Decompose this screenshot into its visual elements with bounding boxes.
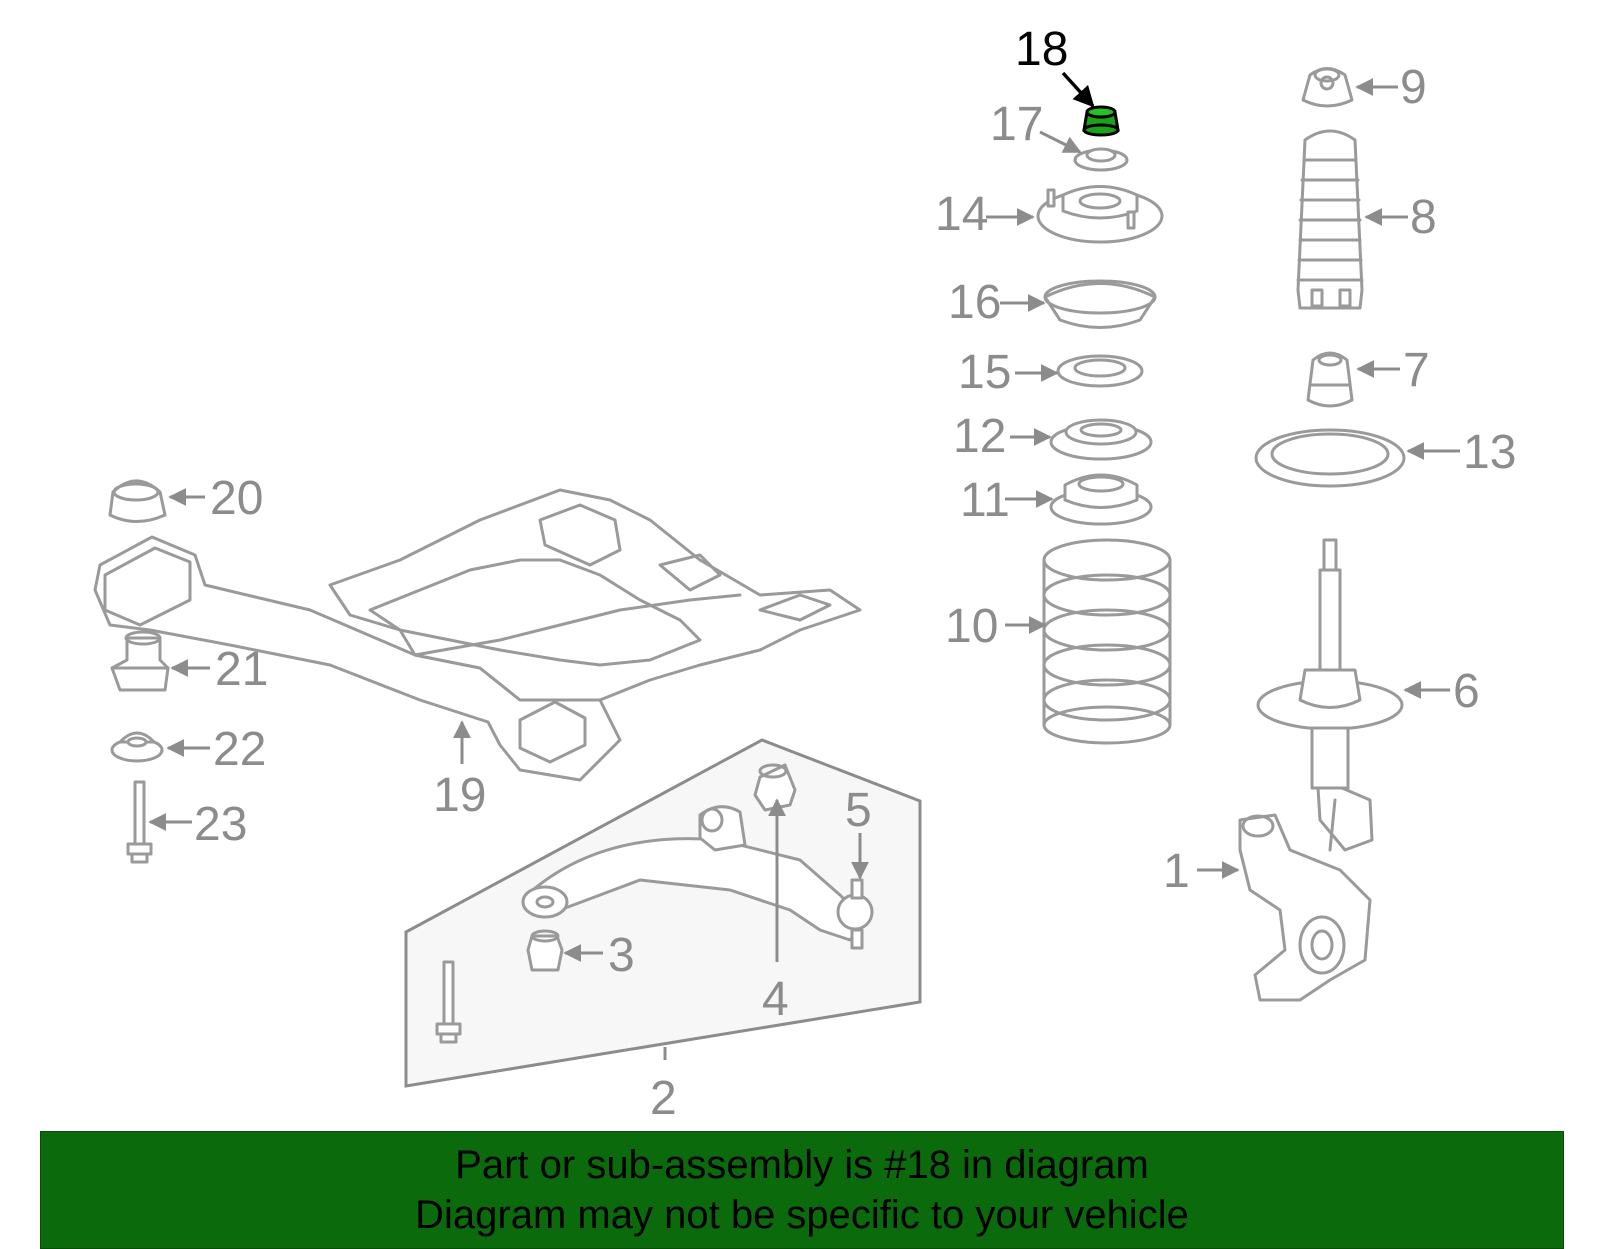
- part-22-lower-insulator: [110, 731, 164, 763]
- part-4-rear-bushing: [753, 763, 797, 812]
- callout-17: 17: [990, 98, 1043, 151]
- part-9-nut: [1301, 67, 1354, 108]
- part-12-insulator: [1049, 418, 1153, 461]
- callout-1: 1: [1163, 845, 1190, 898]
- banner-line-2: Diagram may not be specific to your vehi…: [415, 1193, 1189, 1237]
- callout-5: 5: [845, 784, 872, 837]
- callout-3: 3: [608, 929, 635, 982]
- callout-14: 14: [935, 188, 988, 241]
- callout-8: 8: [1410, 191, 1437, 244]
- part-16-spring-seat: [1043, 279, 1157, 329]
- control-arm-kit-outline: [404, 738, 922, 1088]
- callout-12: 12: [953, 410, 1006, 463]
- callout-2: 2: [650, 1072, 677, 1125]
- callout-6: 6: [1453, 665, 1480, 718]
- engine-cradle-frame: [93, 488, 862, 782]
- kit-bolt: [435, 960, 462, 1044]
- callout-22: 22: [213, 723, 266, 776]
- leader-18: [1061, 71, 1095, 108]
- callout-20: 20: [210, 472, 263, 525]
- callout-19: 19: [433, 769, 486, 822]
- part-6-strut-assembly: [1256, 538, 1404, 852]
- callout-4: 4: [762, 973, 789, 1026]
- part-10-coil-spring: [1042, 538, 1172, 745]
- part-18-strut-nut: [1082, 105, 1120, 137]
- banner-line-1: Part or sub-assembly is #18 in diagram: [455, 1143, 1149, 1187]
- callout-9: 9: [1400, 61, 1427, 114]
- callout-10: 10: [945, 600, 998, 653]
- part-20-cradle-insulator: [108, 479, 167, 523]
- callout-18: 18: [1015, 23, 1068, 76]
- part-17-washer: [1073, 147, 1129, 172]
- callout-7: 7: [1403, 344, 1430, 397]
- callout-15: 15: [958, 346, 1011, 399]
- part-14-strut-mount: [1036, 185, 1164, 244]
- part-21-cradle-bushing: [110, 630, 170, 692]
- callout-21: 21: [215, 643, 268, 696]
- part-7-jounce-bumper: [1306, 351, 1354, 408]
- part-11-insulator: [1049, 473, 1153, 526]
- callout-23: 23: [194, 798, 247, 851]
- callout-13: 13: [1463, 426, 1516, 479]
- leader-17: [1039, 130, 1082, 154]
- callout-16: 16: [948, 276, 1001, 329]
- part-13-spring-insulator: [1254, 428, 1406, 488]
- callout-11: 11: [960, 474, 1010, 527]
- part-15-bearing: [1056, 354, 1144, 388]
- part-23-bolt: [126, 780, 153, 864]
- part-3-control-arm-bushing: [526, 929, 564, 972]
- info-banner: Part or sub-assembly is #18 in diagram D…: [40, 1131, 1564, 1249]
- part-1-steering-knuckle: [1238, 813, 1372, 1002]
- lower-control-arm: [521, 805, 874, 950]
- part-8-dust-boot: [1296, 129, 1364, 310]
